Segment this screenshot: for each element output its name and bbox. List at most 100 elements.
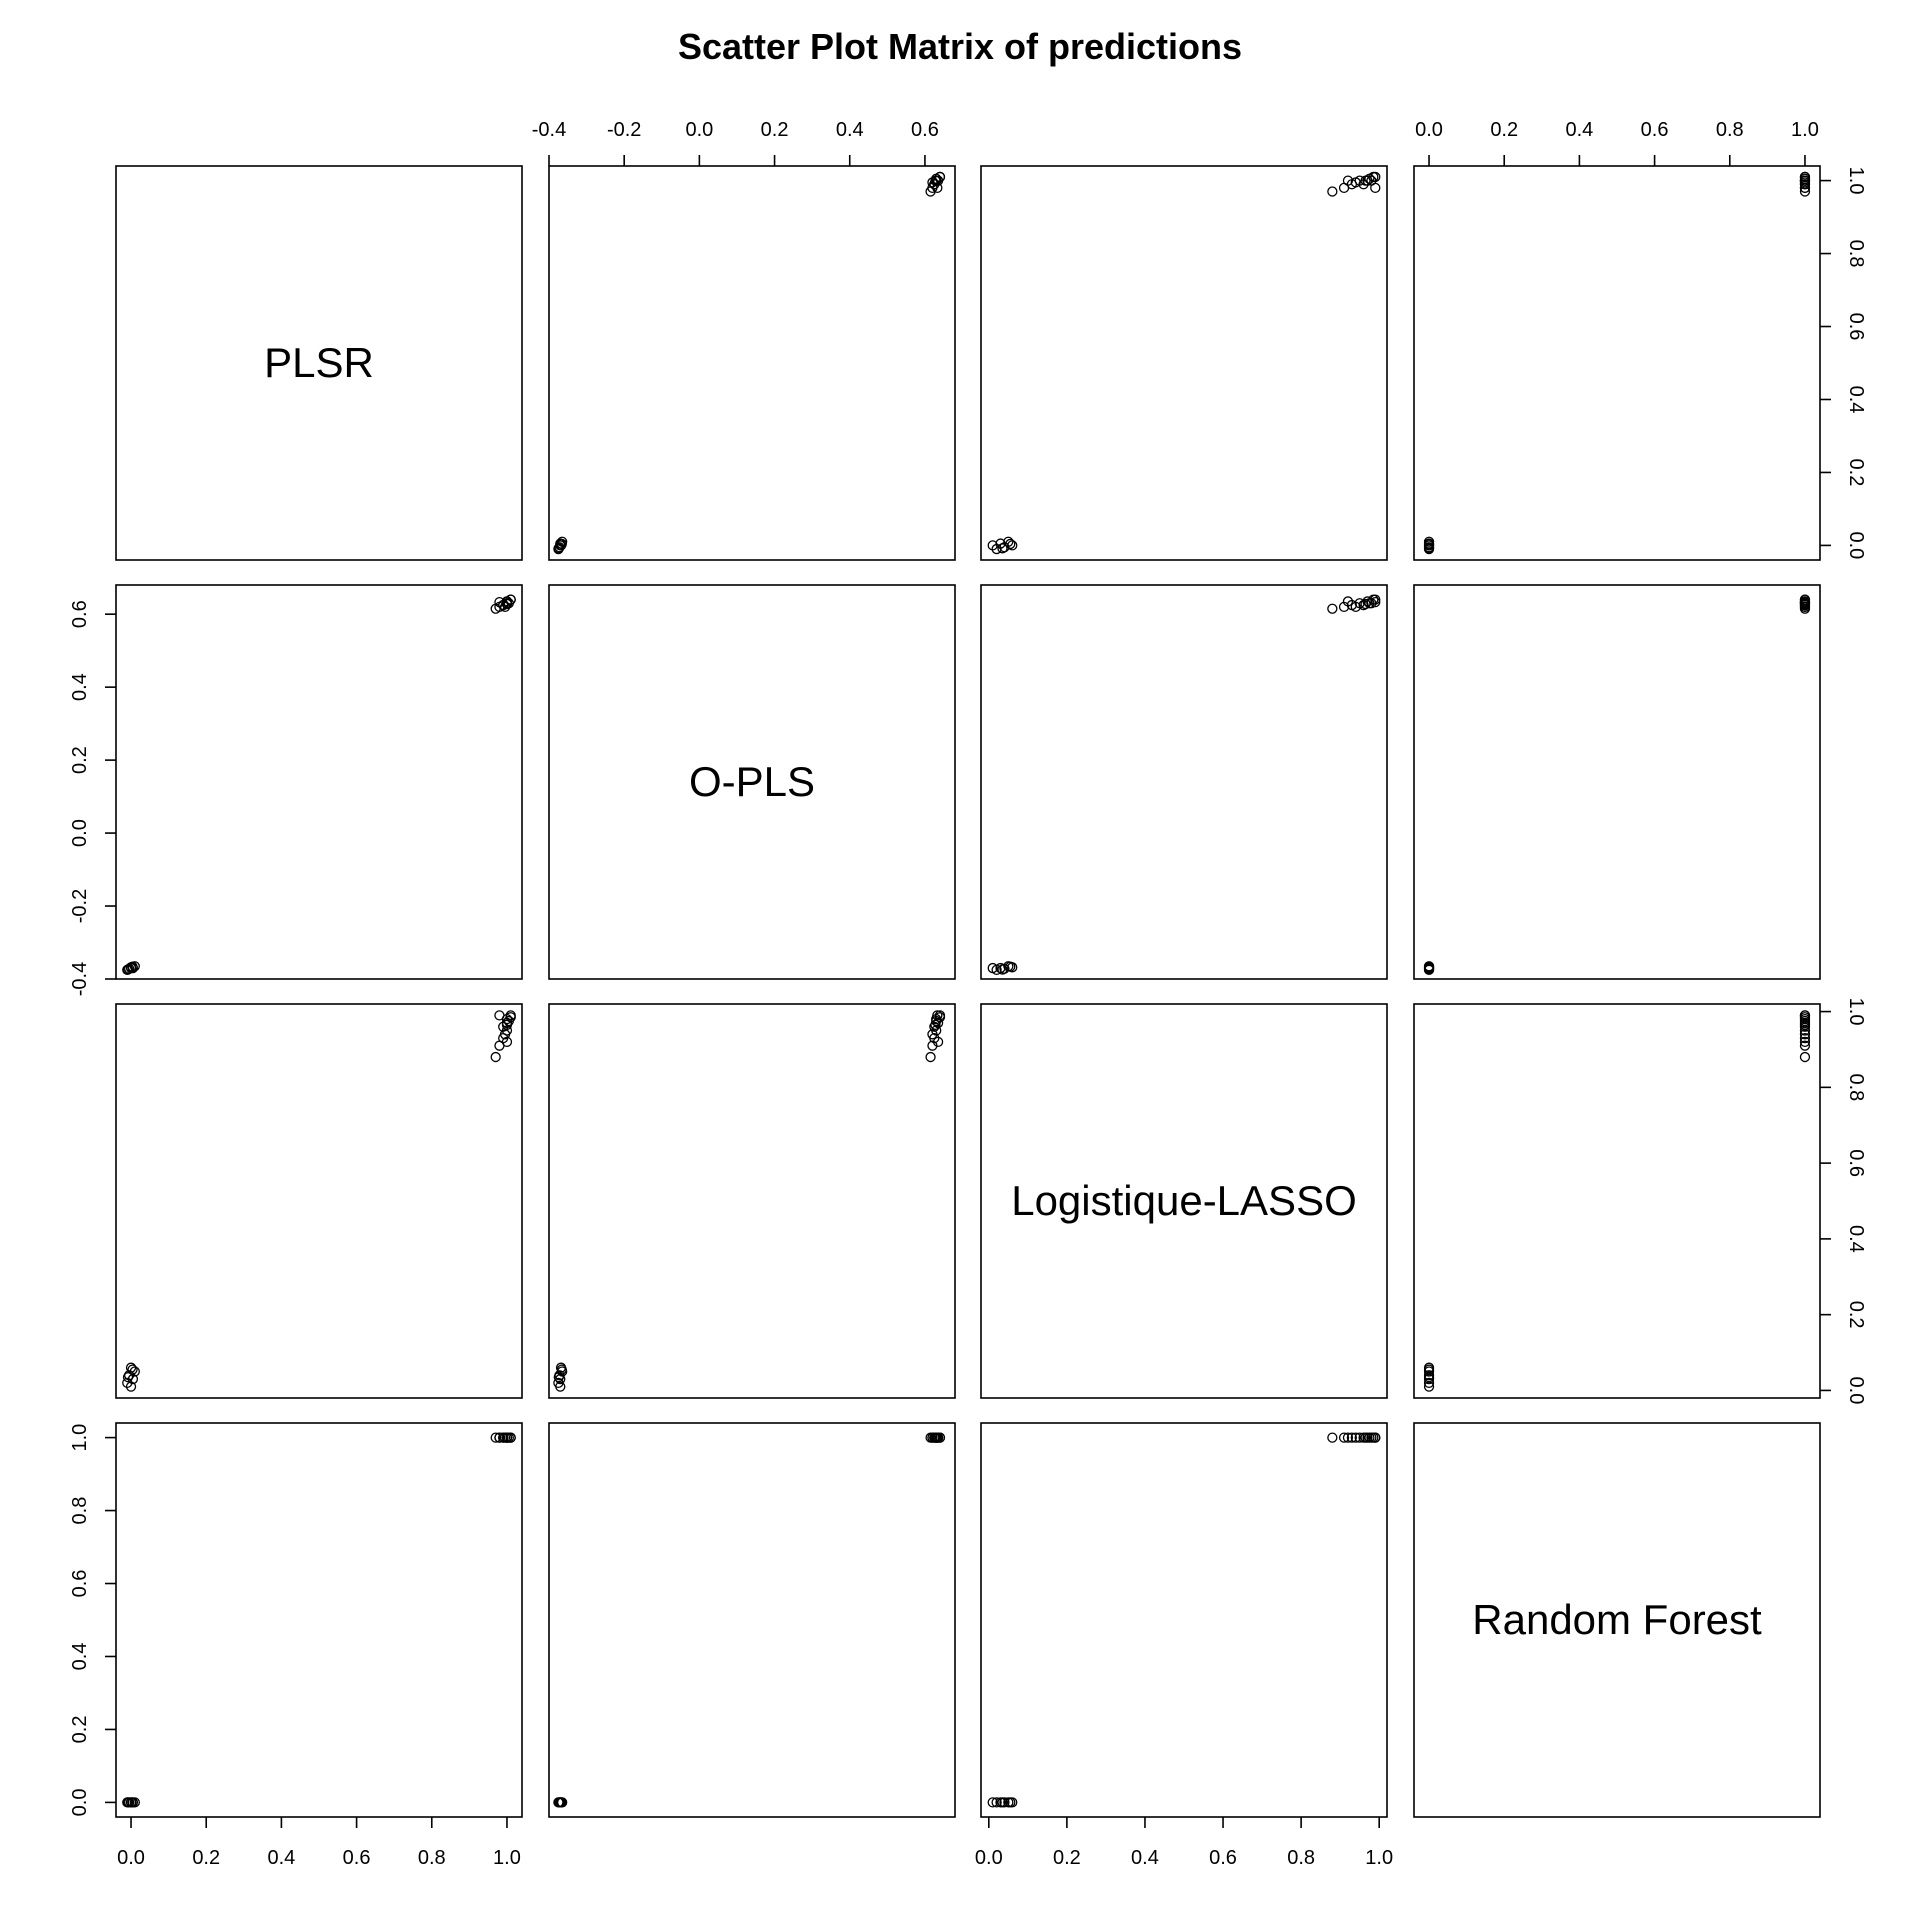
point-o-pls-vs-logistique-lasso bbox=[930, 1019, 941, 1030]
x-tick-label-top-o-pls: -0.4 bbox=[532, 119, 566, 141]
point-plsr-vs-logistique-lasso bbox=[122, 1372, 134, 1383]
x-tick-label-top-random-forest: 0.0 bbox=[1415, 119, 1443, 141]
point-logistique-lasso-vs-o-pls bbox=[1364, 598, 1375, 609]
x-tick-label-bottom-logistique-lasso: 0.8 bbox=[1287, 1847, 1315, 1869]
point-plsr-vs-o-pls bbox=[494, 596, 505, 608]
point-logistique-lasso-vs-o-pls bbox=[1360, 598, 1371, 610]
point-logistique-lasso-vs-o-pls bbox=[1005, 961, 1016, 972]
panel-frame-random-forest-o-pls bbox=[548, 1422, 956, 1818]
point-logistique-lasso-vs-random-forest bbox=[987, 1797, 998, 1808]
point-random-forest-vs-o-pls bbox=[1799, 596, 1811, 608]
point-logistique-lasso-vs-random-forest bbox=[1354, 1432, 1365, 1443]
point-logistique-lasso-vs-plsr bbox=[1342, 175, 1354, 186]
y-tick-label-right-plsr: 0.0 bbox=[1845, 532, 1867, 560]
point-logistique-lasso-vs-random-forest bbox=[997, 1797, 1008, 1808]
x-tick-label-top-o-pls: 0.4 bbox=[836, 119, 864, 141]
point-random-forest-vs-logistique-lasso bbox=[1799, 1010, 1811, 1021]
point-plsr-vs-logistique-lasso bbox=[490, 1051, 501, 1063]
point-logistique-lasso-vs-plsr bbox=[995, 538, 1006, 549]
point-o-pls-vs-logistique-lasso bbox=[931, 1015, 942, 1027]
point-o-pls-vs-logistique-lasso bbox=[932, 1036, 944, 1048]
y-tick-label-left-o-pls: 0.0 bbox=[69, 819, 91, 847]
y-tick-label-left-o-pls: 0.2 bbox=[69, 746, 91, 774]
point-plsr-vs-o-pls bbox=[127, 961, 138, 972]
point-random-forest-vs-plsr bbox=[1799, 175, 1811, 186]
point-random-forest-vs-logistique-lasso bbox=[1799, 1051, 1811, 1063]
point-logistique-lasso-vs-random-forest bbox=[1346, 1432, 1358, 1443]
y-tick-label-right-logistique-lasso: 0.2 bbox=[1845, 1301, 1867, 1329]
panel-frame-o-pls-logistique-lasso bbox=[980, 584, 1388, 980]
diagonal-label-logistique-lasso: Logistique-LASSO bbox=[1011, 1177, 1357, 1224]
point-logistique-lasso-vs-plsr bbox=[1327, 186, 1338, 197]
y-tick-label-right-logistique-lasso: 0.4 bbox=[1845, 1225, 1867, 1253]
y-tick-label-right-plsr: 0.6 bbox=[1845, 313, 1867, 341]
panel-frame-random-forest-plsr bbox=[115, 1422, 523, 1818]
x-tick-label-top-o-pls: 0.2 bbox=[761, 119, 789, 141]
point-o-pls-vs-plsr bbox=[556, 538, 567, 550]
point-logistique-lasso-vs-plsr bbox=[1005, 538, 1016, 550]
x-tick-label-top-random-forest: 0.2 bbox=[1490, 119, 1518, 141]
point-o-pls-vs-logistique-lasso bbox=[556, 1364, 567, 1375]
point-o-pls-vs-logistique-lasso bbox=[555, 1373, 566, 1385]
point-logistique-lasso-vs-random-forest bbox=[1370, 1432, 1381, 1443]
y-tick-label-right-logistique-lasso: 1.0 bbox=[1845, 998, 1867, 1026]
point-logistique-lasso-vs-plsr bbox=[1350, 177, 1361, 188]
point-random-forest-vs-logistique-lasso bbox=[1799, 1015, 1811, 1027]
panel-frame-logistique-lasso-random-forest bbox=[1413, 1003, 1821, 1399]
point-plsr-vs-o-pls bbox=[501, 598, 513, 610]
y-tick-label-left-o-pls: 0.4 bbox=[69, 673, 91, 701]
y-tick-label-left-random-forest: 0.8 bbox=[69, 1497, 91, 1525]
y-tick-label-left-random-forest: 0.0 bbox=[69, 1789, 91, 1817]
y-tick-label-right-plsr: 0.8 bbox=[1845, 240, 1867, 268]
panel-frame-random-forest-logistique-lasso bbox=[980, 1422, 1388, 1818]
point-logistique-lasso-vs-o-pls bbox=[1342, 596, 1354, 607]
point-logistique-lasso-vs-o-pls bbox=[1370, 596, 1381, 608]
x-tick-label-bottom-logistique-lasso: 0.2 bbox=[1053, 1847, 1081, 1869]
panel-frame-o-pls-plsr bbox=[115, 584, 523, 980]
y-tick-label-left-o-pls: -0.2 bbox=[69, 889, 91, 923]
point-o-pls-vs-random-forest bbox=[556, 1797, 567, 1808]
point-plsr-vs-logistique-lasso bbox=[499, 1029, 511, 1040]
panel-frame-plsr-logistique-lasso bbox=[980, 165, 1388, 561]
point-logistique-lasso-vs-random-forest bbox=[1005, 1797, 1016, 1808]
diagonal-label-plsr: PLSR bbox=[264, 339, 374, 386]
panel-frame-logistique-lasso-logistique-lasso bbox=[980, 1003, 1388, 1399]
point-o-pls-vs-logistique-lasso bbox=[925, 1051, 936, 1063]
point-logistique-lasso-vs-random-forest bbox=[1350, 1432, 1361, 1443]
x-tick-label-bottom-logistique-lasso: 1.0 bbox=[1365, 1847, 1393, 1869]
point-plsr-vs-logistique-lasso bbox=[129, 1366, 140, 1377]
x-tick-label-bottom-plsr: 1.0 bbox=[493, 1847, 521, 1869]
point-o-pls-vs-logistique-lasso bbox=[932, 1010, 943, 1021]
point-o-pls-vs-logistique-lasso bbox=[929, 1021, 940, 1032]
y-tick-label-left-o-pls: -0.4 bbox=[69, 962, 91, 996]
panel-frame-plsr-plsr bbox=[115, 165, 523, 561]
panel-frame-plsr-random-forest bbox=[1413, 165, 1821, 561]
x-tick-label-bottom-plsr: 0.8 bbox=[418, 1847, 446, 1869]
x-tick-label-bottom-logistique-lasso: 0.6 bbox=[1209, 1847, 1237, 1869]
point-logistique-lasso-vs-random-forest bbox=[1327, 1432, 1338, 1443]
point-logistique-lasso-vs-plsr bbox=[1370, 182, 1381, 194]
point-plsr-vs-random-forest bbox=[501, 1432, 513, 1443]
point-o-pls-vs-logistique-lasso bbox=[927, 1029, 938, 1040]
chart-title: Scatter Plot Matrix of predictions bbox=[678, 26, 1242, 67]
point-random-forest-vs-o-pls bbox=[1423, 961, 1435, 972]
y-tick-label-left-random-forest: 0.6 bbox=[69, 1570, 91, 1598]
x-tick-label-top-random-forest: 1.0 bbox=[1791, 119, 1819, 141]
point-o-pls-vs-random-forest bbox=[553, 1797, 564, 1808]
panel-frame-o-pls-o-pls bbox=[548, 584, 956, 980]
point-plsr-vs-logistique-lasso bbox=[125, 1381, 137, 1392]
point-logistique-lasso-vs-o-pls bbox=[987, 962, 998, 974]
point-random-forest-vs-plsr bbox=[1423, 538, 1435, 550]
x-tick-label-bottom-plsr: 0.0 bbox=[117, 1847, 145, 1869]
point-logistique-lasso-vs-random-forest bbox=[1364, 1432, 1375, 1443]
point-plsr-vs-random-forest bbox=[127, 1797, 138, 1808]
point-o-pls-vs-random-forest bbox=[934, 1432, 946, 1443]
x-tick-label-top-random-forest: 0.4 bbox=[1566, 119, 1594, 141]
point-plsr-vs-logistique-lasso bbox=[125, 1362, 137, 1373]
panel-frame-o-pls-random-forest bbox=[1413, 584, 1821, 980]
point-o-pls-vs-plsr bbox=[930, 175, 941, 186]
panel-frame-logistique-lasso-plsr bbox=[115, 1003, 523, 1399]
point-logistique-lasso-vs-plsr bbox=[997, 543, 1008, 554]
y-tick-label-left-o-pls: 0.6 bbox=[69, 600, 91, 628]
